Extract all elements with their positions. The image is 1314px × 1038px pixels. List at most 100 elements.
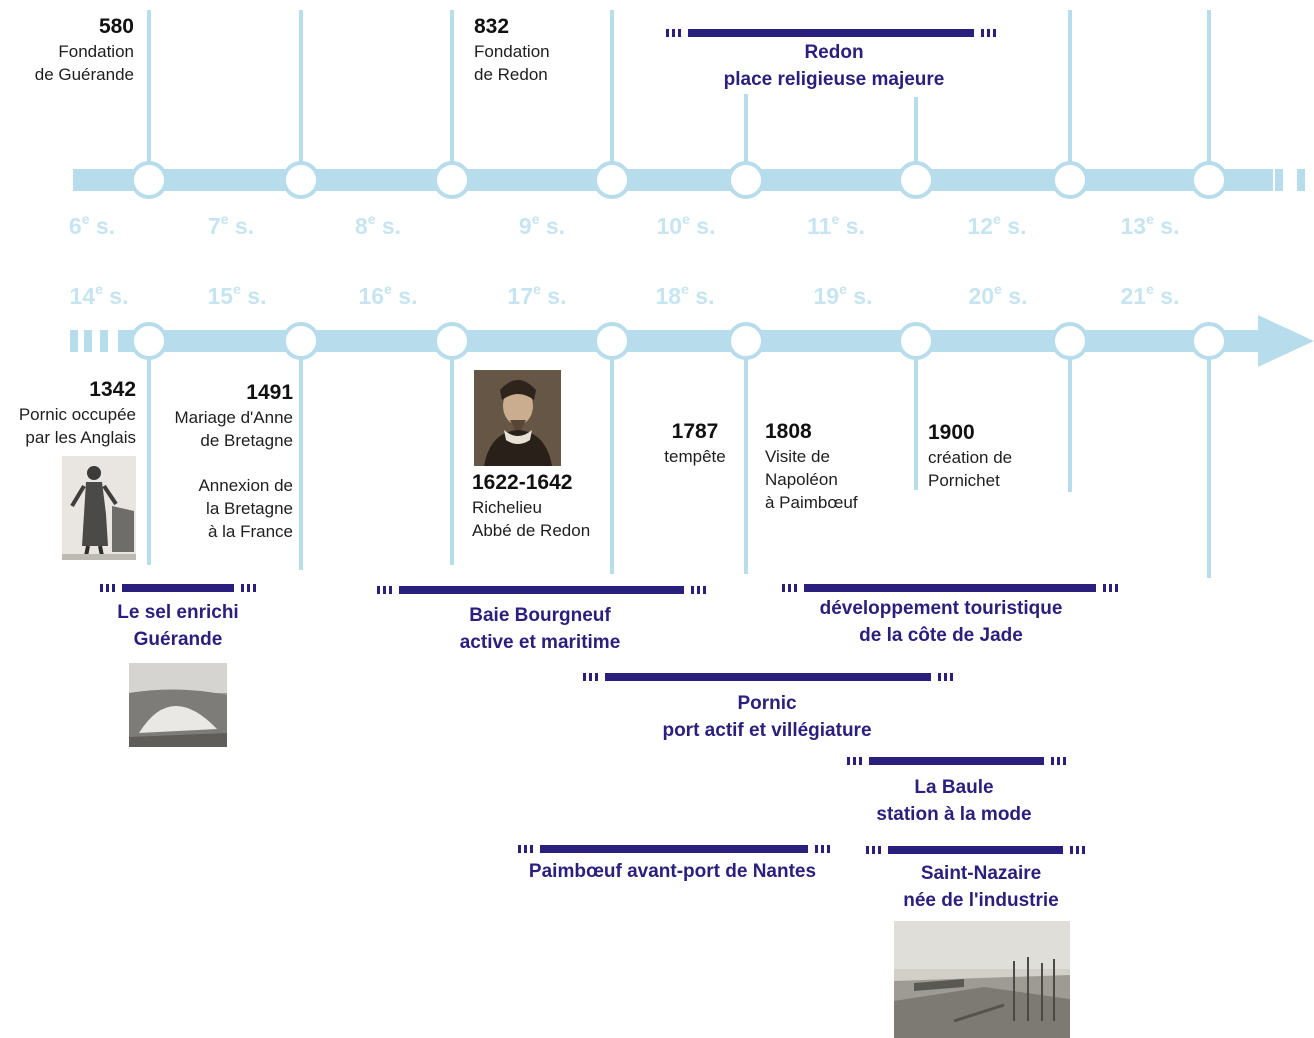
period-bar-tick <box>944 673 947 681</box>
period-bar-solid <box>688 29 974 37</box>
period-bar-tick <box>950 673 953 681</box>
period-bar-tick <box>589 673 592 681</box>
event-1787: 1787 tempête <box>664 420 726 466</box>
century-label-15: 15e s. <box>207 281 267 309</box>
period-bar-tick <box>1076 846 1079 854</box>
period-bar-tick <box>253 584 256 592</box>
axis-row1-dash <box>1297 169 1305 191</box>
period-bar-solid <box>888 846 1063 854</box>
period-bar-tick <box>1051 757 1054 765</box>
period-bar-tick <box>530 845 533 853</box>
bar-paimboeuf <box>518 845 830 853</box>
axis-row2-dash <box>70 330 78 352</box>
century-node <box>593 161 631 199</box>
period-bar-tick <box>981 29 984 37</box>
period-bar-tick <box>703 586 706 594</box>
period-bar-tick <box>672 29 675 37</box>
period-bar-tick <box>583 673 586 681</box>
period-bar-tick <box>821 845 824 853</box>
century-node <box>433 322 471 360</box>
century-label-20: 20e s. <box>968 281 1028 309</box>
axis-row2-bar <box>118 330 1258 352</box>
event-1900: 1900 création de Pornichet <box>928 421 1013 490</box>
bar-jade <box>782 584 1118 592</box>
bar-baule <box>847 757 1066 765</box>
period-bar-tick <box>100 584 103 592</box>
period-bar-tick <box>678 29 681 37</box>
period-bar-solid <box>399 586 684 594</box>
period-bar-tick <box>389 586 392 594</box>
century-node <box>282 322 320 360</box>
period-bar-solid <box>869 757 1044 765</box>
period-pornic: Pornic port actif et villégiature <box>662 693 872 741</box>
century-node <box>727 322 765 360</box>
period-jade: développement touristique de la côte de … <box>819 598 1063 646</box>
period-bar-tick <box>241 584 244 592</box>
event-1342: 1342 Pornic occupée par les Anglais <box>18 378 136 447</box>
century-label-18: 18e s. <box>655 281 715 309</box>
century-label-8: 8e s. <box>354 211 402 239</box>
period-bar-tick <box>1057 757 1060 765</box>
period-bar-tick <box>1070 846 1073 854</box>
period-bar-tick <box>697 586 700 594</box>
century-label-7: 7e s. <box>207 211 255 239</box>
richelieu-portrait-image <box>474 370 561 466</box>
century-node <box>433 161 471 199</box>
century-label-10: 10e s. <box>656 211 716 239</box>
bar-redon <box>666 29 996 37</box>
bar-pornic <box>583 673 953 681</box>
event-1622: 1622-1642 Richelieu Abbé de Redon <box>472 471 591 540</box>
century-node <box>897 161 935 199</box>
century-label-9: 9e s. <box>518 211 566 239</box>
axis-arrow-head <box>1258 315 1314 367</box>
period-bar-solid <box>605 673 931 681</box>
period-bar-tick <box>1082 846 1085 854</box>
period-sel: Le sel enrichi Guérande <box>117 602 239 650</box>
century-node <box>897 322 935 360</box>
event-580: 580 Fondation de Guérande <box>34 15 134 84</box>
period-bar-tick <box>815 845 818 853</box>
axis-row2-dash <box>84 330 92 352</box>
century-label-17: 17e s. <box>507 281 567 309</box>
period-bar-tick <box>1063 757 1066 765</box>
century-label-14: 14e s. <box>69 281 129 309</box>
century-node <box>727 161 765 199</box>
bar-sel <box>100 584 256 592</box>
century-label-11: 11e s. <box>807 211 865 239</box>
salt-pile-image <box>129 663 227 747</box>
century-node <box>282 161 320 199</box>
axis-row2-dash <box>100 330 108 352</box>
period-baie: Baie Bourgneuf active et maritime <box>459 605 621 653</box>
century-node <box>130 322 168 360</box>
century-label-12: 12e s. <box>967 211 1027 239</box>
period-bar-tick <box>106 584 109 592</box>
timeline-axes <box>70 169 1314 367</box>
period-bar-tick <box>878 846 881 854</box>
period-bar-tick <box>112 584 115 592</box>
century-node <box>593 322 631 360</box>
event-1491: 1491 Mariage d'Anne de Bretagne Annexion… <box>174 381 293 541</box>
soldier-engraving-image <box>62 456 136 560</box>
period-baule: La Baule station à la mode <box>876 777 1032 825</box>
event-832: 832 Fondation de Redon <box>474 15 550 84</box>
period-bar-tick <box>938 673 941 681</box>
century-node <box>1051 161 1089 199</box>
period-bar-tick <box>987 29 990 37</box>
period-bar-tick <box>595 673 598 681</box>
period-bar-tick <box>666 29 669 37</box>
century-node <box>1190 161 1228 199</box>
period-bar-solid <box>122 584 234 592</box>
period-bar-tick <box>859 757 862 765</box>
period-bar-tick <box>247 584 250 592</box>
century-node <box>130 161 168 199</box>
period-bars <box>100 29 1118 854</box>
period-bar-tick <box>383 586 386 594</box>
bar-baie <box>377 586 706 594</box>
period-redon: Redon place religieuse majeure <box>723 42 945 90</box>
period-bar-tick <box>524 845 527 853</box>
period-bar-tick <box>377 586 380 594</box>
event-stems <box>147 10 1211 578</box>
period-bar-tick <box>993 29 996 37</box>
bar-stnazaire <box>866 846 1085 854</box>
